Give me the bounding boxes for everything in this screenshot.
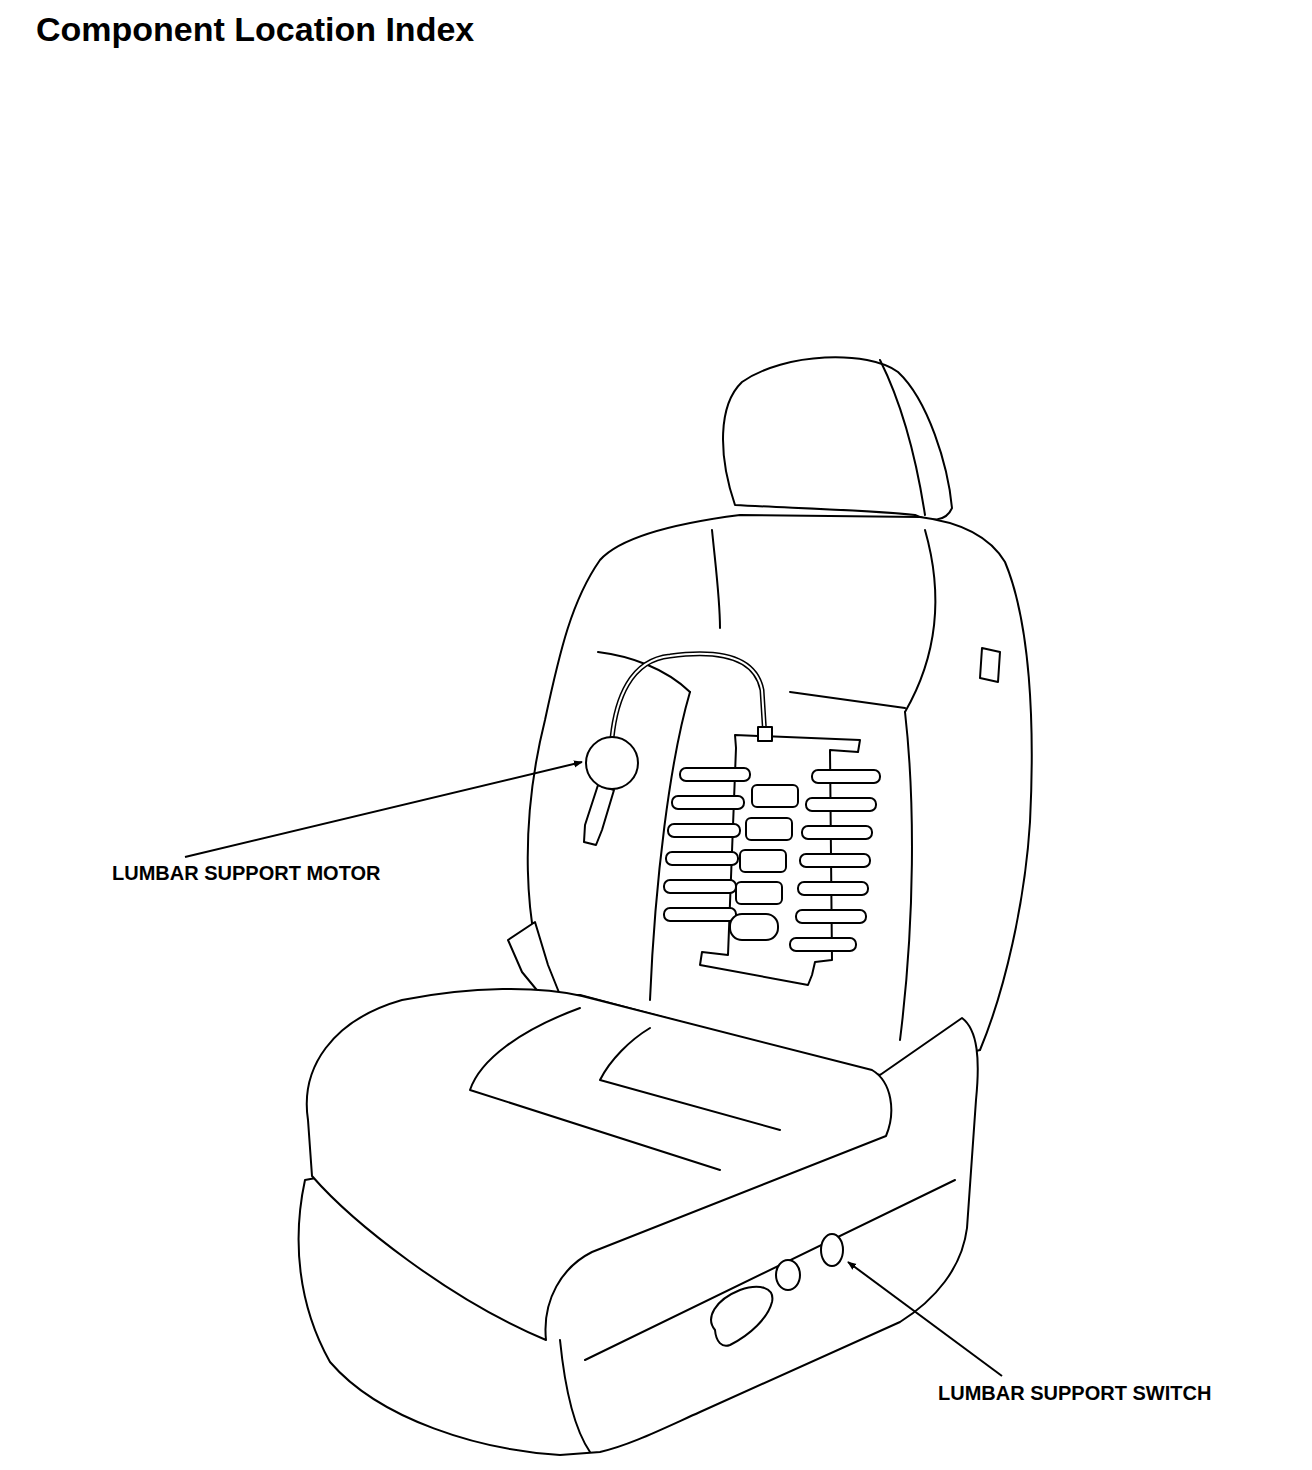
motor-cable-end bbox=[758, 727, 772, 741]
seat-cushion bbox=[307, 989, 891, 1340]
cushion-seam bbox=[600, 1028, 780, 1130]
lumbar-switch-symbol bbox=[821, 1234, 843, 1266]
motor-connector bbox=[584, 785, 614, 845]
seat-back-seam bbox=[712, 530, 720, 628]
seat-recline-switch bbox=[776, 1260, 800, 1290]
seat-back-seam bbox=[650, 692, 690, 1000]
headrest bbox=[723, 357, 952, 519]
page-title: Component Location Index bbox=[36, 10, 474, 49]
leader-line bbox=[848, 1262, 1002, 1376]
lumbar-support-motor-symbol bbox=[586, 737, 638, 789]
part-name: LUMBAR SUPPORT MOTOR bbox=[112, 862, 381, 885]
seat-back-seam bbox=[598, 652, 690, 692]
seat-back bbox=[528, 515, 1032, 1075]
seat-slide-switch bbox=[711, 1287, 772, 1346]
cushion-seam bbox=[470, 1008, 720, 1170]
seat-back-tab bbox=[980, 648, 1000, 682]
leader-line bbox=[185, 762, 582, 857]
lumbar-slots bbox=[664, 768, 880, 951]
seat-back-seam bbox=[790, 692, 905, 708]
seat-base-seam bbox=[560, 1340, 590, 1452]
motor-cable bbox=[612, 654, 765, 738]
part-name: LUMBAR SUPPORT SWITCH bbox=[938, 1382, 1211, 1405]
motor-cable-core bbox=[612, 654, 765, 738]
headrest-seam bbox=[880, 360, 925, 515]
seat-back-seam bbox=[900, 712, 912, 1040]
seat-back-seam bbox=[905, 530, 935, 712]
